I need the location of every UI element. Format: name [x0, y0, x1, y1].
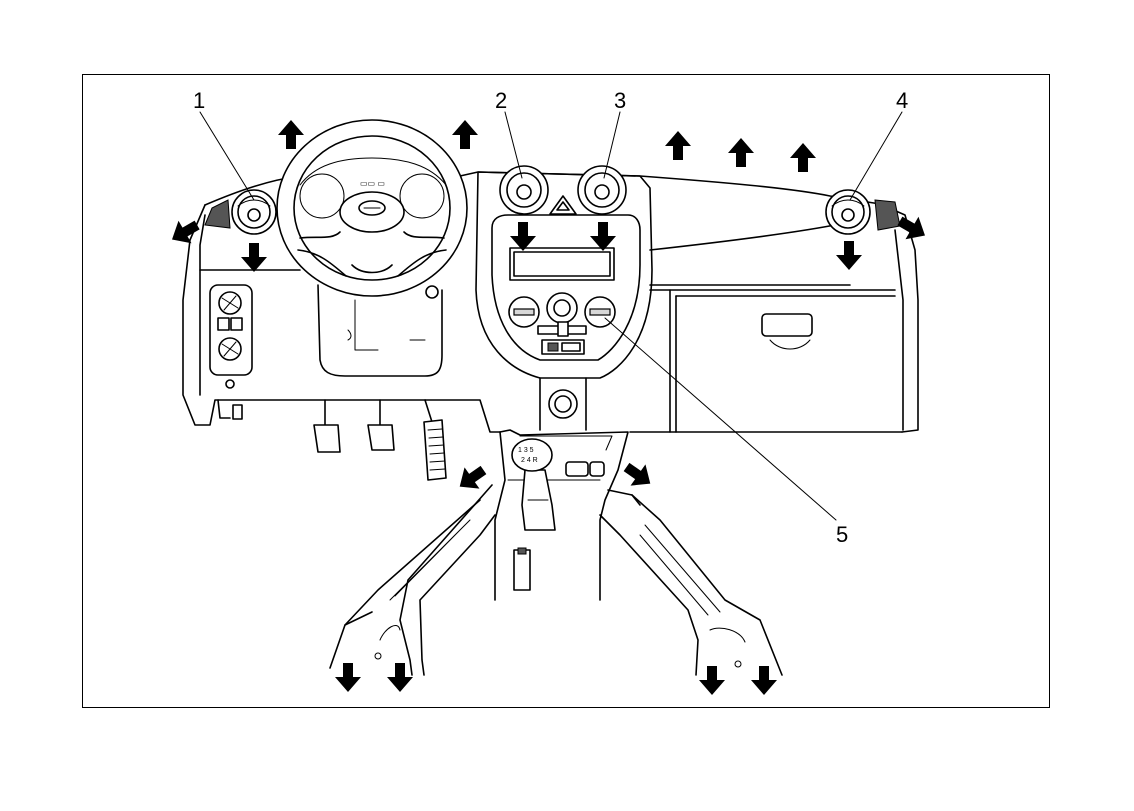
arrow-vent2-down — [510, 222, 536, 251]
arrow-vent1-side — [166, 214, 204, 251]
arrow-left-duct — [452, 459, 491, 497]
arrow-windshield-3 — [790, 143, 816, 172]
callout-4: 4 — [896, 88, 908, 113]
callout-1: 1 — [193, 88, 205, 113]
gear-pattern: 1 3 5 — [518, 447, 534, 454]
arrow-windshield-2 — [728, 138, 754, 167]
arrow-vent1-down — [241, 243, 267, 272]
left-switch-panel — [210, 285, 252, 419]
callout-2: 2 — [495, 88, 507, 113]
arrow-windshield-left-2 — [452, 120, 478, 149]
vent-1 — [205, 190, 276, 234]
right-floor-duct — [600, 490, 782, 675]
leader-4 — [850, 112, 902, 200]
arrow-left-floor-2 — [387, 663, 413, 692]
glovebox-handle — [762, 314, 812, 336]
arrow-right-floor-2 — [751, 666, 777, 695]
leader-1 — [200, 112, 254, 200]
steering-column — [318, 285, 442, 376]
left-floor-duct — [330, 485, 495, 675]
arrow-left-floor-1 — [335, 663, 361, 692]
gear-pattern-lower: 2 4 R — [521, 457, 538, 464]
vent-4 — [826, 190, 900, 234]
arrow-right-duct — [619, 456, 658, 494]
arrow-vent3-down — [590, 222, 616, 251]
arrow-windshield-1 — [665, 131, 691, 160]
callout-5: 5 — [836, 522, 848, 547]
pedals — [314, 400, 446, 480]
arrow-windshield-left-1 — [278, 120, 304, 149]
center-console — [476, 166, 652, 430]
gear-knob — [512, 439, 552, 471]
leader-5 — [605, 318, 836, 520]
steering-wheel: ▭▭ ▭ — [277, 120, 467, 296]
floor-tunnel: 1 3 5 2 4 R — [495, 430, 628, 600]
arrow-right-floor-1 — [699, 666, 725, 695]
arrow-vent4-down — [836, 241, 862, 270]
callout-3: 3 — [614, 88, 626, 113]
cluster-display: ▭▭ ▭ — [360, 179, 385, 188]
